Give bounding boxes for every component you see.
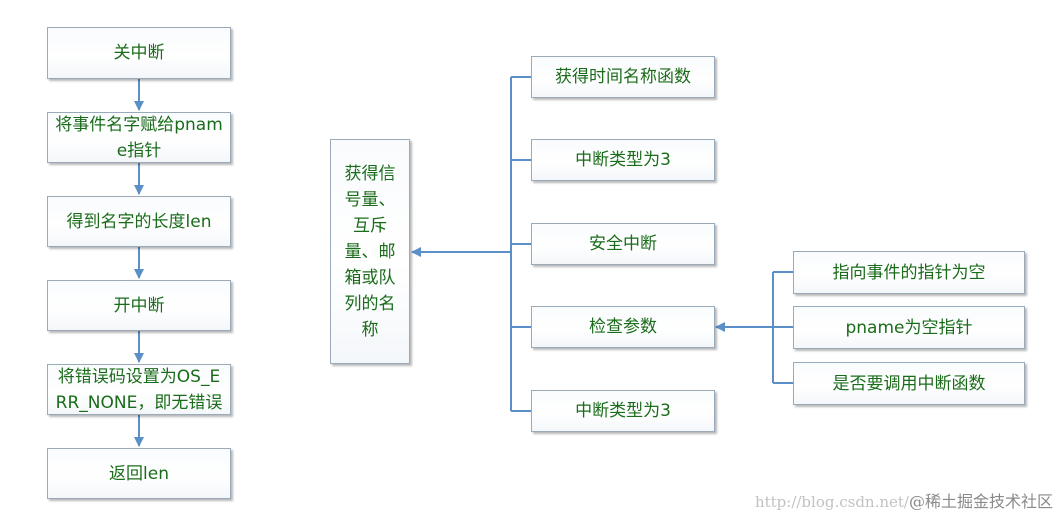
watermark-brand: @稀土掘金技术社区 <box>908 492 1053 511</box>
branch-item-2: 中断类型为3 <box>531 139 715 181</box>
flow-step-4: 开中断 <box>47 280 231 331</box>
flow-step-6: 返回len <box>47 448 231 499</box>
check-item-1: 指向事件的指针为空 <box>793 251 1025 294</box>
watermark: http://blog.csdn.net/@稀土掘金技术社区 <box>755 488 1053 512</box>
check-item-3: 是否要调用中断函数 <box>793 362 1025 405</box>
flow-step-1: 关中断 <box>47 27 231 79</box>
watermark-url: http://blog.csdn.net/ <box>754 493 909 511</box>
branch-item-1: 获得时间名称函数 <box>531 56 715 98</box>
center-node: 获得信号量、互斥量、邮箱或队列的名称 <box>330 139 410 364</box>
flow-step-3: 得到名字的长度len <box>47 196 231 247</box>
branch-item-5: 中断类型为3 <box>531 390 715 432</box>
branch-item-3: 安全中断 <box>531 223 715 265</box>
branch-item-4: 检查参数 <box>531 306 715 348</box>
check-item-2: pname为空指针 <box>793 306 1025 349</box>
flow-step-2: 将事件名字赋给pname指针 <box>47 112 231 163</box>
flow-step-5: 将错误码设置为OS_ERR_NONE，即无错误 <box>47 364 231 415</box>
